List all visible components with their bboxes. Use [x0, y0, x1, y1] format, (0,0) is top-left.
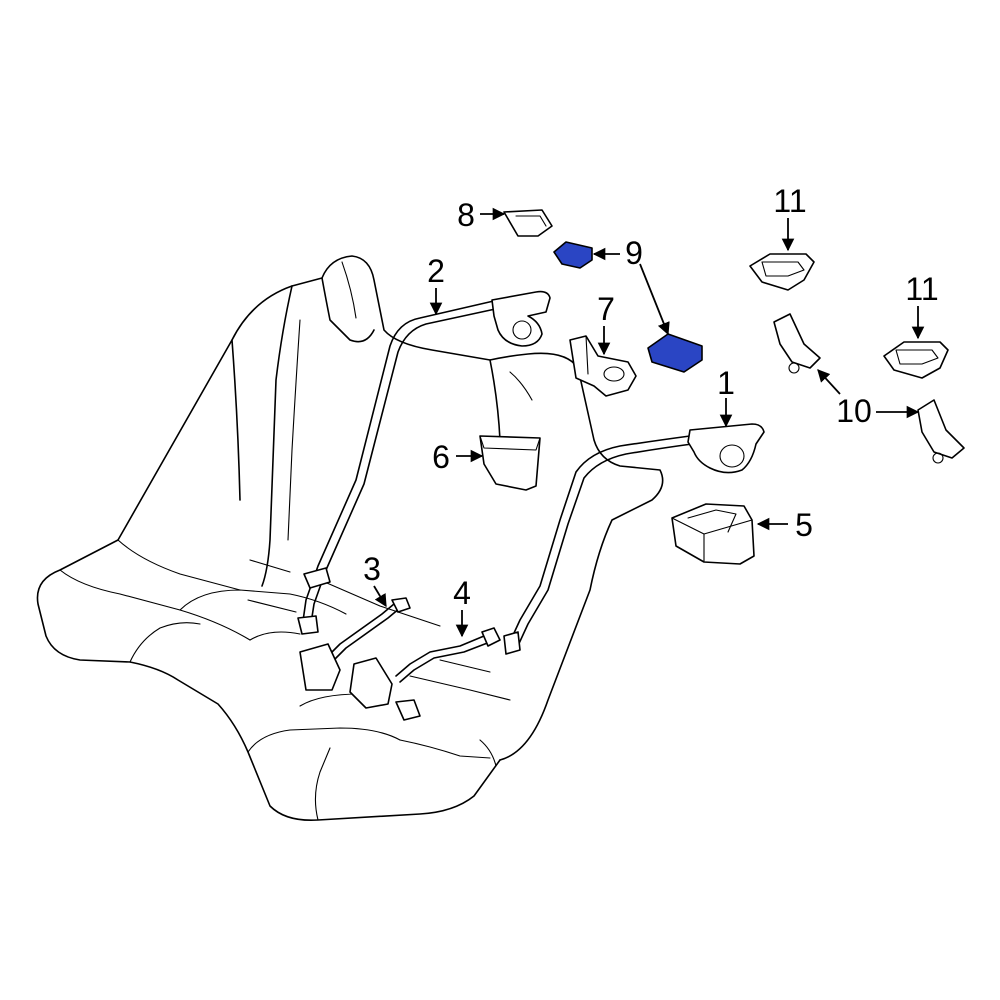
part-9-upper: [553, 241, 593, 269]
callout-4: 4: [453, 575, 471, 611]
part-7: [569, 335, 637, 397]
callout-labels: 1 2 3 4 5 6 7 8 9 10 11 11: [363, 183, 939, 611]
buckle-assembly: [299, 597, 501, 721]
leader-3: [373, 585, 387, 608]
part-5: [671, 503, 755, 565]
callout-10: 10: [836, 393, 872, 429]
leader-9b: [639, 263, 670, 336]
callout-1: 1: [717, 365, 735, 401]
part-9-lower: [647, 333, 703, 373]
seat-belt-left: [297, 290, 551, 635]
callout-11b: 11: [905, 271, 938, 307]
callout-5: 5: [795, 507, 813, 543]
callout-7: 7: [597, 291, 615, 327]
callout-11a: 11: [773, 183, 806, 219]
callout-3: 3: [363, 551, 381, 587]
callout-8: 8: [457, 197, 475, 233]
leader-lines: [373, 207, 925, 638]
rear-seat: [36, 255, 664, 822]
part-9-highlighted: [553, 241, 703, 373]
part-11: [749, 253, 949, 379]
callout-2: 2: [427, 253, 445, 289]
part-8: [503, 209, 553, 237]
callout-9: 9: [625, 235, 643, 271]
leader-10a: [817, 369, 841, 395]
part-6: [479, 435, 541, 491]
seat-belt-right: [503, 423, 765, 655]
callout-6: 6: [432, 439, 450, 475]
part-10: [773, 313, 965, 464]
